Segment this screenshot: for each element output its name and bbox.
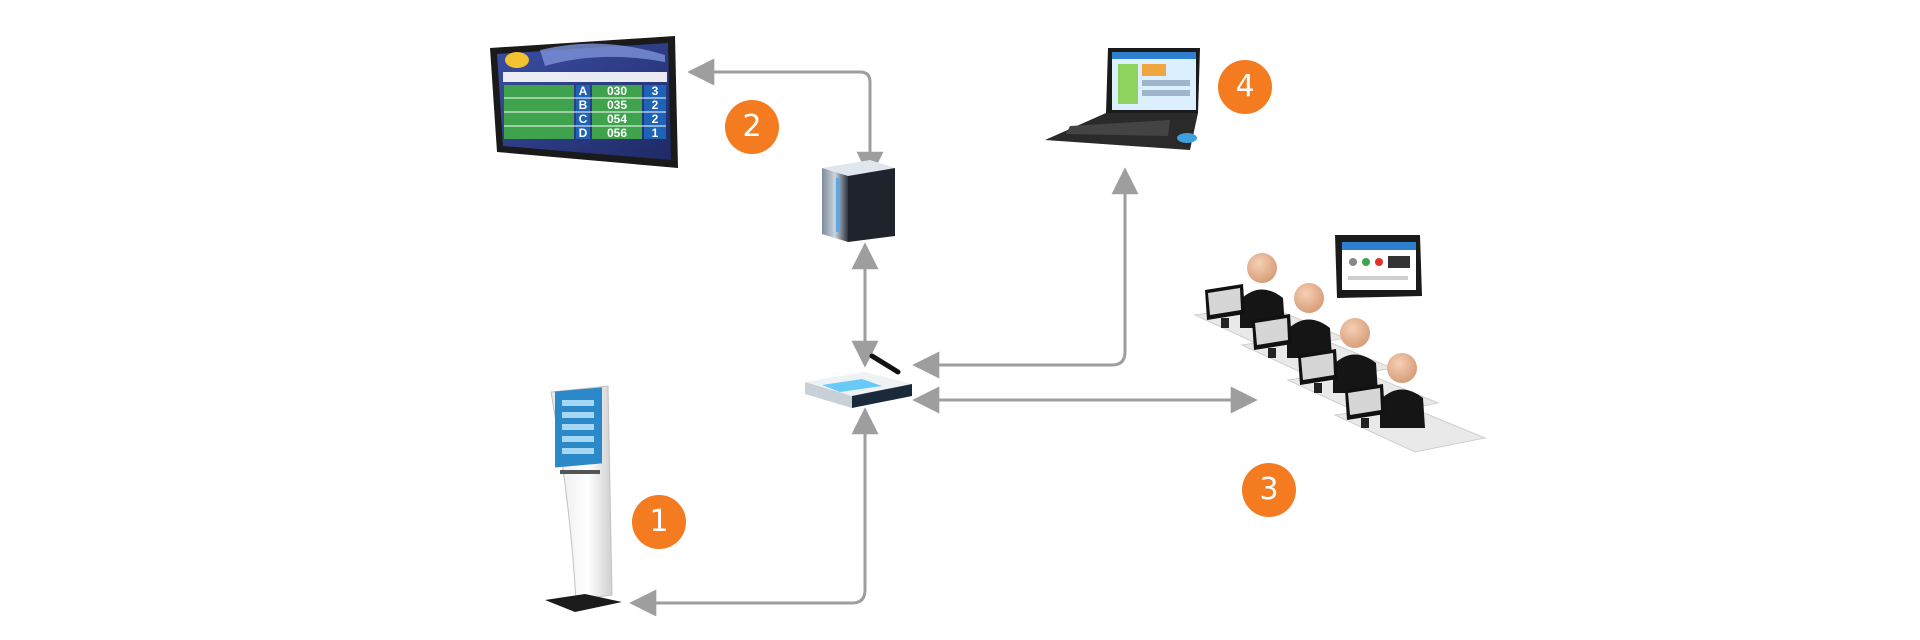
badge-kiosk: 1 [632,495,686,549]
badge-operators: 3 [1242,463,1296,517]
connector-router-kiosk [629,407,879,617]
board-window: 3 [652,84,659,98]
board-window: 1 [652,126,659,140]
badge-display-label: 2 [742,109,762,144]
board-letter: C [579,112,588,126]
connectors [629,58,1258,617]
badge-kiosk-label: 1 [649,504,669,539]
operator-workstation [1333,353,1487,453]
board-ticket: 035 [607,98,627,112]
wifi-router-icon [805,353,912,408]
connector-display-server [687,58,884,179]
board-ticket: 030 [607,84,627,98]
board-window: 2 [652,98,659,112]
ticket-kiosk-icon [545,385,622,612]
laptop-icon [1045,48,1200,150]
board-letter: B [579,98,588,112]
badge-display: 2 [725,100,779,154]
badge-laptop-label: 4 [1235,69,1255,104]
server-tower-icon [822,160,895,242]
connector-router-laptop [912,167,1139,379]
operator-workstations-icon [1193,253,1487,453]
board-letter: D [579,126,588,140]
board-ticket: 056 [607,126,627,140]
board-window: 2 [652,112,659,126]
badge-operators-label: 3 [1259,472,1279,507]
tablet-icon [1335,235,1422,298]
board-ticket: 054 [607,112,627,126]
board-letter: A [579,84,588,98]
badge-laptop: 4 [1218,60,1272,114]
